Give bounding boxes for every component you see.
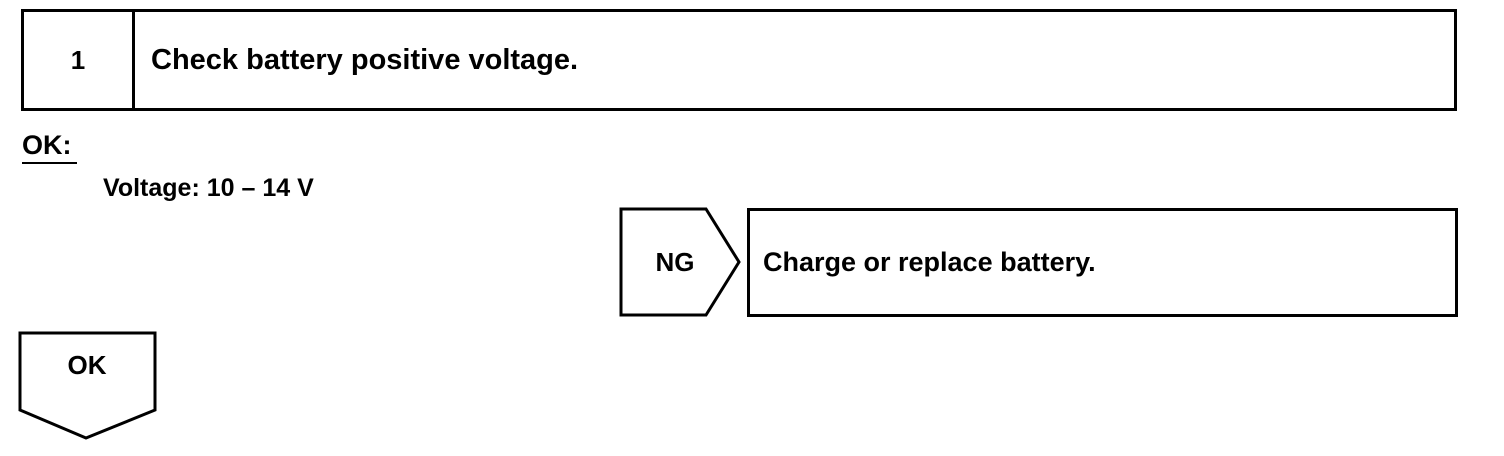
ok-criteria-label: OK: [22, 130, 72, 160]
ng-action-box: Charge or replace battery. [747, 208, 1458, 317]
ng-label: NG [655, 246, 695, 277]
ng-arrow-shape [619, 207, 741, 317]
voltage-spec: Voltage: 10 – 14 V [103, 174, 314, 202]
ok-criteria-underline [22, 162, 77, 164]
ok-branch-label: OK [67, 350, 107, 380]
ng-action-text: Charge or replace battery. [763, 247, 1096, 277]
step-number: 1 [24, 12, 135, 108]
step-header-box: 1 Check battery positive voltage. [21, 9, 1457, 111]
ok-arrow-shape [18, 331, 157, 440]
step-title: Check battery positive voltage. [151, 43, 579, 76]
